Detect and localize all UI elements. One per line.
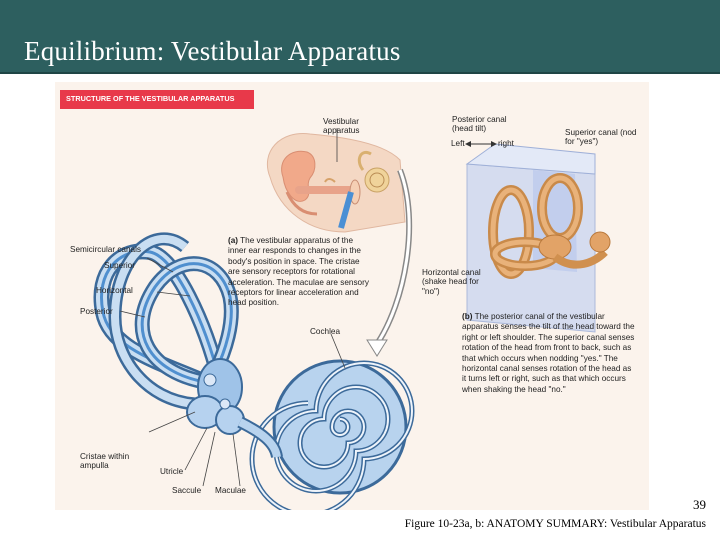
label-left: Left [451,139,465,148]
label-horizontal: Horizontal [96,286,133,295]
label-superior-canal: Superior canal (nod for "yes") [565,128,637,147]
vestibular-illustration [93,128,611,510]
figure-source-caption: Figure 10-23a, b: ANATOMY SUMMARY: Vesti… [404,518,706,530]
leader-lines [119,128,346,487]
label-semicircular-canals: Semicircular canals [70,245,141,254]
caption-a: (a) The vestibular apparatus of the inne… [228,236,370,309]
canal-planes-illustration [465,143,611,333]
label-horizontal-canal: Horizontal canal (shake head for "no") [422,268,481,296]
figure-banner: STRUCTURE OF THE VESTIBULAR APPARATUS [60,90,254,109]
title-bar [0,0,720,72]
caption-a-text: The vestibular apparatus of the inner ea… [228,236,369,308]
label-maculae: Maculae [215,486,246,495]
title-bar-rule [0,72,720,74]
label-cristae: Cristae within ampulla [80,452,130,471]
label-utricle: Utricle [160,467,184,476]
caption-b: (b) The posterior canal of the vestibula… [462,312,636,395]
labyrinth-illustration [93,232,415,510]
label-cochlea: Cochlea [310,327,341,336]
label-posterior: Posterior [80,307,113,316]
caption-b-tag: (b) [462,312,473,321]
label-superior: Superior [104,261,135,270]
label-saccule: Saccule [172,486,202,495]
caption-b-text: The posterior canal of the vestibular ap… [462,312,635,394]
ear-section-illustration [266,133,406,233]
slide-title: Equilibrium: Vestibular Apparatus [24,36,401,66]
caption-a-tag: (a) [228,236,239,245]
label-posterior-canal: Posterior canal (head tilt) [452,115,507,134]
figure-banner-text: STRUCTURE OF THE VESTIBULAR APPARATUS [66,94,235,103]
page-number: 39 [693,497,706,512]
label-vestibular-apparatus: Vestibular apparatus [323,117,360,136]
label-right: right [498,139,514,148]
